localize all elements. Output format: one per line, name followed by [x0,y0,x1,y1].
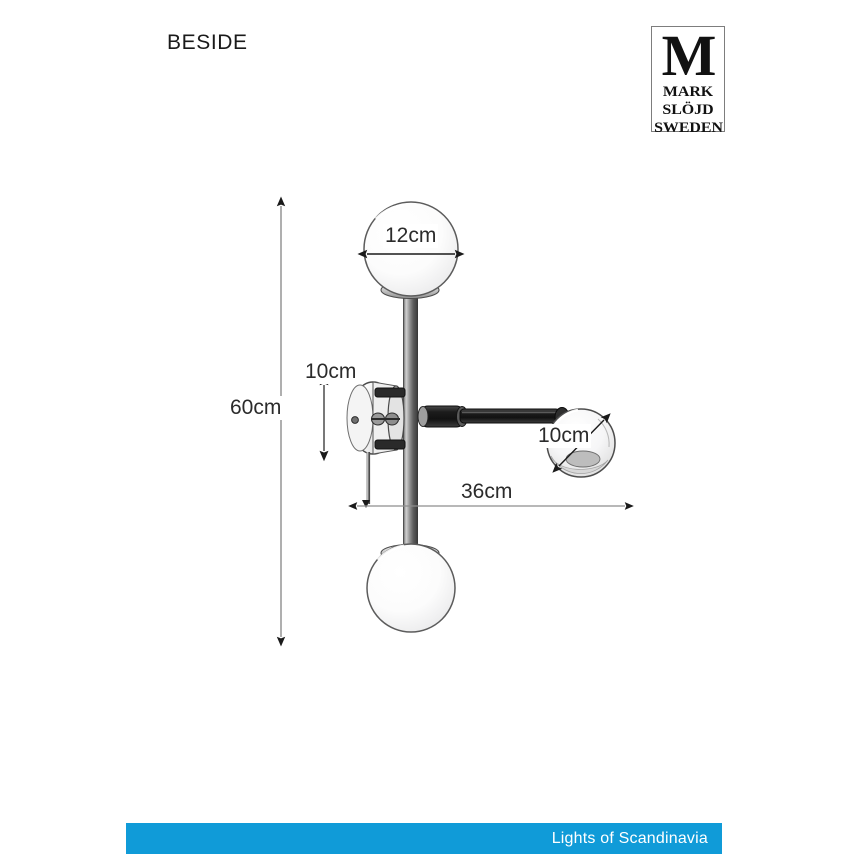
footer-tagline: Lights of Scandinavia [551,829,708,847]
brand-logo: M MARK SLÖJD SWEDEN [651,26,725,136]
dimension-label-side-globe-diameter: 10cm [536,424,592,448]
footer-bar: Lights of Scandinavia [126,823,722,854]
bottom-globe [366,543,456,633]
brand-line-slojd: SLÖJD [662,102,714,118]
brand-line-sweden: SWEDEN [654,120,724,136]
side-arm [417,405,570,428]
dimension-label-projection: 36cm [459,480,515,504]
dimension-label-top-globe-diameter: 12cm [383,224,439,248]
dimension-label-total-height: 60cm [228,396,284,420]
wall-mount-plate [346,381,406,508]
page-title: BESIDE [167,31,248,54]
dimension-label-mount-height: 10cm [303,360,359,384]
brand-line-mark: MARK [662,84,714,100]
brand-monogram: M [661,30,717,82]
top-globe [357,201,465,297]
